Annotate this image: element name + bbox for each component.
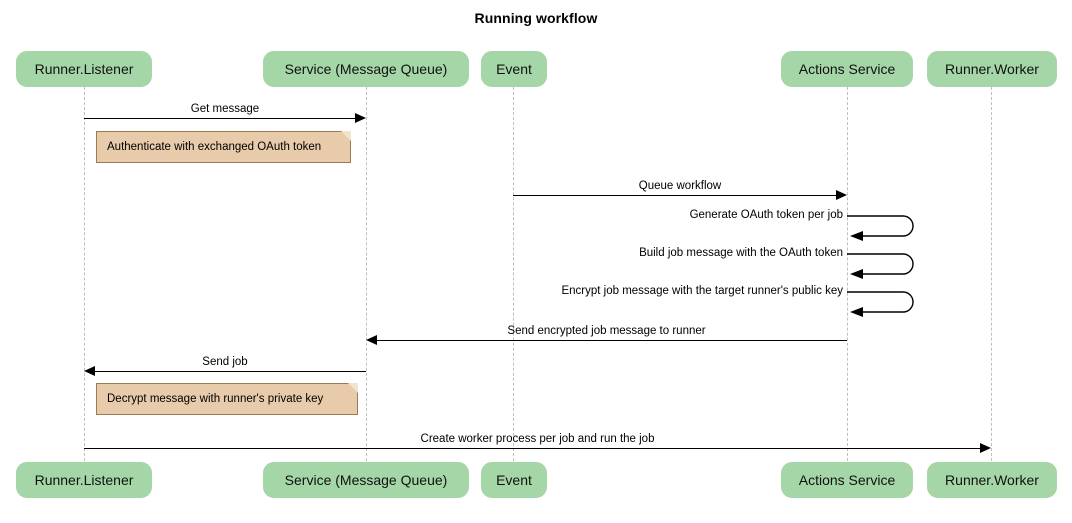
message-line-send-encrypted-job-message [377, 340, 847, 341]
participant-actions-service-top[interactable]: Actions Service [781, 51, 913, 87]
participant-runner-listener-top[interactable]: Runner.Listener [16, 51, 152, 87]
arrowhead-create-worker-process [980, 443, 991, 453]
message-label-send-encrypted-job-message: Send encrypted job message to runner [507, 325, 706, 337]
message-line-create-worker-process [84, 448, 980, 449]
participant-event-top[interactable]: Event [481, 51, 547, 87]
note-authenticate-label: Authenticate with exchanged OAuth token [107, 141, 322, 153]
note-fold-icon [348, 383, 358, 393]
lifeline-runner-worker [991, 87, 992, 461]
selfloop-generate-oauth-token [847, 208, 927, 244]
message-label-create-worker-process: Create worker process per job and run th… [420, 433, 655, 445]
participant-runner-listener-bottom[interactable]: Runner.Listener [16, 462, 152, 498]
selfloop-encrypt-job-message [847, 284, 927, 320]
note-authenticate: Authenticate with exchanged OAuth token [96, 131, 351, 163]
lifeline-runner-listener [84, 87, 85, 461]
message-label-generate-oauth-token: Generate OAuth token per job [689, 209, 843, 221]
message-label-encrypt-job-message: Encrypt job message with the target runn… [561, 285, 843, 297]
participant-service-message-queue-top[interactable]: Service (Message Queue) [263, 51, 469, 87]
message-line-get-message [84, 118, 355, 119]
arrowhead-send-encrypted-job-message [366, 335, 377, 345]
message-line-queue-workflow [513, 195, 836, 196]
lifeline-actions-service [847, 87, 848, 461]
note-fold-icon [341, 131, 351, 141]
page-title: Running workflow [474, 10, 598, 26]
participant-service-message-queue-bottom[interactable]: Service (Message Queue) [263, 462, 469, 498]
participant-actions-service-bottom[interactable]: Actions Service [781, 462, 913, 498]
lifeline-service-message-queue [366, 87, 367, 461]
message-line-send-job [95, 371, 366, 372]
note-decrypt-label: Decrypt message with runner's private ke… [107, 393, 324, 405]
participant-runner-worker-top[interactable]: Runner.Worker [927, 51, 1057, 87]
message-label-send-job: Send job [202, 356, 248, 368]
participant-runner-worker-bottom[interactable]: Runner.Worker [927, 462, 1057, 498]
arrowhead-get-message [355, 113, 366, 123]
message-label-get-message: Get message [190, 103, 260, 115]
arrowhead-queue-workflow [836, 190, 847, 200]
participant-event-bottom[interactable]: Event [481, 462, 547, 498]
lifeline-event [513, 87, 514, 461]
message-label-queue-workflow: Queue workflow [638, 180, 722, 192]
message-label-build-job-message: Build job message with the OAuth token [639, 247, 843, 259]
note-decrypt: Decrypt message with runner's private ke… [96, 383, 358, 415]
selfloop-build-job-message [847, 246, 927, 282]
arrowhead-send-job [84, 366, 95, 376]
